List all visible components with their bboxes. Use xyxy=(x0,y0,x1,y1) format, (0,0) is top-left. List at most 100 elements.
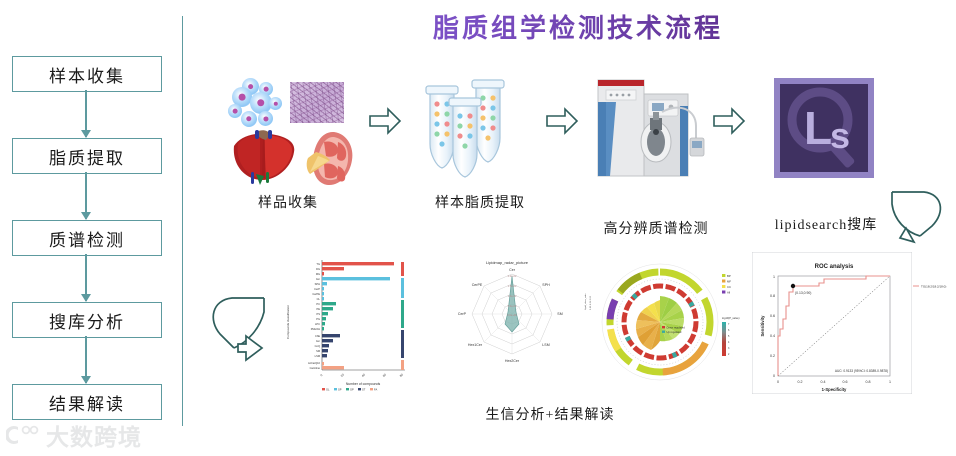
arrow-right-icon-1 xyxy=(369,107,402,135)
flow-arrow-3 xyxy=(81,254,91,302)
svg-text:Cer: Cer xyxy=(316,339,320,343)
svg-text:CerPE: CerPE xyxy=(312,292,320,296)
radar-axis-cerp: CerP xyxy=(458,312,467,316)
roc-legend-label: TG(18:2/18:2/18:0) xyxy=(921,285,946,289)
svg-text:CoQ: CoQ xyxy=(315,344,320,348)
flow-step-3[interactable]: 质谱检测 xyxy=(12,220,162,256)
mass-spectrometer-icon xyxy=(597,79,705,177)
kidney-icon xyxy=(306,131,353,186)
svg-text:CerP: CerP xyxy=(314,287,320,291)
svg-text:20: 20 xyxy=(340,372,345,377)
svg-text:5: 5 xyxy=(728,335,730,338)
roc-legend: TG(18:2/18:2/18:0) xyxy=(913,285,946,289)
flow-step-1-label: 样本收集 xyxy=(49,66,125,86)
flowchart-panel: 样本收集 脂质提取 质谱检测 搜库分析 结果解读 xyxy=(0,0,182,456)
svg-text:40: 40 xyxy=(361,372,366,377)
roc-title: ROC analysis xyxy=(815,264,854,270)
flow-step-2-label: 脂质提取 xyxy=(49,148,125,168)
roc-xtick-3: 0.6 xyxy=(843,380,848,384)
roc-point-label: (0.13,0.90) xyxy=(795,291,811,295)
brand-logo-icon xyxy=(6,425,39,444)
stage-lipid-extraction-image: 样本脂质提取 xyxy=(410,78,550,211)
chart-roc-analysis: ROC analysis (0.13,0.90) 0 0.2 0.4 0.6 0… xyxy=(751,251,913,395)
svg-text:3: 3 xyxy=(728,347,730,350)
stage-label-0: 样品收集 xyxy=(258,196,318,211)
roc-xtick-1: 0.2 xyxy=(798,380,803,384)
curved-arrow-icon-left xyxy=(212,297,265,362)
svg-text:FA: FA xyxy=(374,387,377,391)
circos-legend-all: All xyxy=(727,290,730,294)
vertical-divider xyxy=(182,16,183,426)
roc-ylabel: Sensitivity xyxy=(760,315,765,337)
stage-mass-spec-image: 高分辨质谱检测 xyxy=(586,72,716,237)
svg-text:PE: PE xyxy=(317,307,321,311)
radar-title: Lipidmap_radar_picture xyxy=(486,260,529,265)
radar-axis-sph: SPH xyxy=(542,283,550,287)
svg-text:SP: SP xyxy=(338,387,342,391)
flow-step-1[interactable]: 样本收集 xyxy=(12,56,162,92)
roc-ytick-2: 0.4 xyxy=(770,334,775,338)
stage-sample-collection-image: 样品收集 xyxy=(228,78,353,211)
svg-text:ST: ST xyxy=(362,387,366,391)
bar-ylabel: Compounds classification xyxy=(286,305,290,339)
roc-ytick-0: 0 xyxy=(773,374,775,378)
svg-text:80: 80 xyxy=(399,372,404,377)
radar-axis-lsm: LSM xyxy=(542,343,549,347)
flow-step-5-label: 结果解读 xyxy=(49,394,125,414)
chart-lipidmap-radar: Lipidmap_radar_picture Cer SPH SM LSM He… xyxy=(450,252,600,397)
roc-xtick-5: 1 xyxy=(889,380,891,384)
stage-label-3: lipidsearch搜库 xyxy=(774,218,878,233)
roc-xlabel: 1-Specificity xyxy=(822,387,847,392)
radar-axis-hex2cer: Hex2Cer xyxy=(505,359,520,363)
flow-step-2[interactable]: 脂质提取 xyxy=(12,138,162,174)
roc-xtick-0: 0 xyxy=(777,380,779,384)
stage-lipidsearch-image: L s lipidsearch搜库 xyxy=(772,78,876,233)
watermark-text: 大数跨境 xyxy=(46,424,142,450)
radar-axis-hex1cer: Hex1Cer xyxy=(468,343,483,347)
flow-step-5[interactable]: 结果解读 xyxy=(12,384,162,420)
roc-ytick-5: 1 xyxy=(773,275,775,279)
svg-text:Carnitine: Carnitine xyxy=(310,366,321,370)
roc-ytick-3: 0.6 xyxy=(770,314,775,318)
svg-text:L: L xyxy=(804,102,832,154)
radar-axis-cer: Cer xyxy=(509,268,516,272)
flow-step-3-label: 质谱检测 xyxy=(49,230,125,250)
flow-arrow-4 xyxy=(81,336,91,384)
svg-text:0: 0 xyxy=(319,373,323,377)
liver-icon xyxy=(233,130,295,185)
stage-label-1: 样本脂质提取 xyxy=(435,196,525,211)
svg-text:TG: TG xyxy=(316,262,320,266)
svg-text:GP: GP xyxy=(350,387,354,391)
svg-text:4: 4 xyxy=(728,341,730,344)
circos-legend-bp: BP xyxy=(727,274,731,278)
flow-step-4[interactable]: 搜库分析 xyxy=(12,302,162,338)
svg-text:GL: GL xyxy=(326,387,330,391)
radar-tick-1: 5.0e-03 xyxy=(508,304,517,308)
cells-icon xyxy=(228,78,286,130)
centrifuge-tubes-icon xyxy=(425,79,505,178)
radar-tick-2: 1.0e-02 xyxy=(508,294,517,298)
svg-text:PG: PG xyxy=(316,317,320,321)
svg-text:LSM: LSM xyxy=(315,354,320,358)
svg-text:LPC: LPC xyxy=(315,322,320,326)
svg-text:2: 2 xyxy=(728,353,730,356)
bar-xlabel: Number of compounds xyxy=(346,382,381,386)
circos-legend-cc: CC xyxy=(727,285,731,289)
svg-text:PMeOH: PMeOH xyxy=(311,327,320,331)
svg-text:Cer: Cer xyxy=(316,277,320,281)
page-title: 脂质组学检测技术流程 xyxy=(200,8,956,45)
flow-arrow-1 xyxy=(81,90,91,138)
tissue-histology-icon xyxy=(290,82,344,123)
svg-text:s: s xyxy=(830,115,850,156)
circos-legend-mf: MF xyxy=(727,279,731,283)
svg-text:CL: CL xyxy=(317,297,321,301)
roc-xtick-4: 0.8 xyxy=(866,380,871,384)
svg-text:DG: DG xyxy=(316,267,320,271)
watermark: 大数跨境 xyxy=(6,418,142,452)
svg-text:MG: MG xyxy=(316,272,320,276)
circos-legend-down: Down regulated xyxy=(667,325,686,329)
circos-legend-up: Up regulated xyxy=(667,330,682,334)
flow-arrow-2 xyxy=(81,172,91,220)
curved-arrow-icon-right xyxy=(891,191,942,244)
